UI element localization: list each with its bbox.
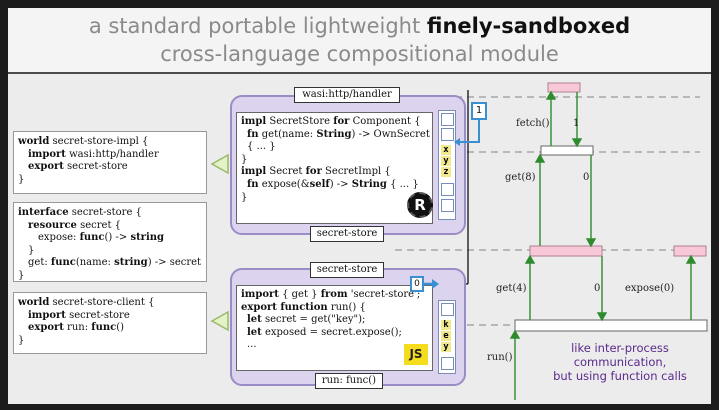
slide-title-line1: a standard portable lightweight finely-s… [0,14,719,38]
handle-1: 1 [471,102,487,120]
rust-code-box: impl SecretStore for Component { fn get(… [236,112,433,224]
label-return-1: 1 [573,118,580,129]
interface-secret-store: interface secret-store { resource secret… [13,202,207,282]
title-text: a standard portable lightweight [88,14,421,38]
js-handle-table: k e y [438,300,456,374]
export-tag-secret-store: secret-store [310,226,384,242]
table-cell-z: z [441,167,451,177]
label-fetch: fetch() [516,118,550,129]
title-emphasis: finely-sandboxed [426,14,631,38]
sequence-arrows [509,90,697,400]
label-return-0b: 0 [594,283,601,294]
activation-bar [514,319,708,332]
ipc-note: like inter-process communication, but us… [553,341,687,383]
label-get8: get(8) [505,172,536,183]
table-cell-k: k [441,320,451,330]
title-band [8,8,711,72]
label-get4: get(4) [496,283,527,294]
activation-bar [540,145,594,156]
table-cell-x: x [441,145,451,155]
rust-handle-table: x y z [438,110,456,220]
activation-bar [547,82,581,93]
label-run: run() [487,352,513,363]
table-cell-e: e [441,331,451,341]
activation-bar [529,245,603,257]
export-tag-run: run: func() [315,373,383,389]
js-code-box: import { get } from 'secret-store'; expo… [236,285,433,371]
chevron-left-icon [210,153,229,175]
label-return-0a: 0 [583,172,590,183]
js-logo: JS [404,344,428,365]
handle-0: 0 [410,276,424,292]
rust-logo: R [407,192,433,218]
chevron-left-icon [210,310,229,332]
label-expose: expose(0) [625,283,675,294]
import-tag-http-handler: wasi:http/handler [294,87,400,103]
world-secret-store-client: world secret-store-client { import secre… [13,292,207,354]
table-cell-y: y [441,342,451,352]
activation-bar [673,245,707,257]
world-secret-store-impl: world secret-store-impl { import wasi:ht… [13,131,207,194]
slide-title-line2: cross-language compositional module [160,42,559,66]
table-cell-y: y [441,156,451,166]
import-tag-secret-store: secret-store [310,262,384,278]
